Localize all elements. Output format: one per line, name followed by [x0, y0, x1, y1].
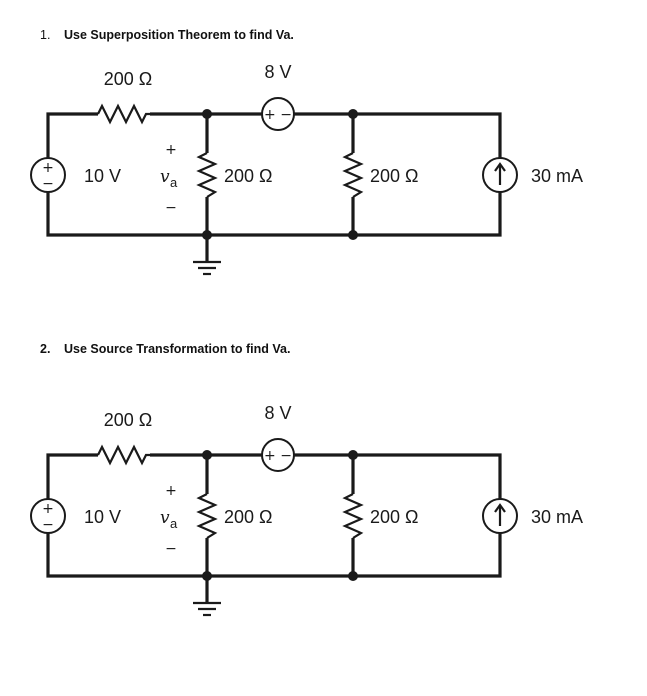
shunt-resistor-2-label: 200 Ω [370, 507, 419, 527]
shunt-resistor-1-label: 200 Ω [224, 166, 273, 186]
ground-icon [193, 601, 221, 617]
series-source-polarity: + − [264, 107, 292, 123]
up-arrow-head [494, 503, 506, 513]
voltage-source-label: 10 V [84, 507, 121, 527]
shunt-resistor-1-label: 200 Ω [224, 507, 273, 527]
question-text: Use Superposition Theorem to find Va. [64, 28, 294, 42]
shunt-resistor-2-label: 200 Ω [370, 166, 419, 186]
question-1: 1. Use Superposition Theorem to find Va. [40, 28, 294, 42]
series-resistor-label: 200 Ω [104, 410, 153, 430]
circuit-wires [46, 453, 502, 603]
series-resistor-label: 200 Ω [104, 69, 153, 89]
voltage-source-minus: − [42, 176, 54, 192]
question-number: 2. [40, 342, 51, 356]
va-subscript: a [170, 516, 178, 531]
current-source-label: 30 mA [531, 507, 583, 527]
series-source-label: 8 V [264, 62, 291, 82]
question-number: 1. [40, 28, 51, 42]
va-symbol: v [160, 167, 170, 187]
shunt-resistor-2 [342, 152, 364, 198]
voltage-source-plus: + [42, 501, 54, 517]
series-source-label: 8 V [264, 403, 291, 423]
series-source-polarity: + − [264, 448, 292, 464]
current-source-30ma [482, 498, 518, 534]
voltage-source-minus: − [42, 517, 54, 533]
voltage-source-10v: + − [30, 157, 66, 193]
circuit-diagram-2: + − + − 200 Ω 8 V 10 V + v a − 200 Ω 200… [30, 403, 583, 617]
junction-dots [202, 450, 358, 581]
shunt-resistor-2 [342, 493, 364, 539]
va-plus: + [165, 483, 177, 499]
voltage-source-label: 10 V [84, 166, 121, 186]
question-2: 2. Use Source Transformation to find Va. [40, 342, 290, 356]
va-symbol: v [160, 508, 170, 528]
question-text: Use Source Transformation to find Va. [64, 342, 291, 356]
ground-icon [193, 260, 221, 276]
voltage-source-plus: + [42, 160, 54, 176]
series-resistor [97, 103, 150, 125]
va-minus: − [165, 200, 177, 216]
junction-dots [202, 109, 358, 240]
circuit-wires [46, 112, 502, 262]
voltage-source-10v: + − [30, 498, 66, 534]
series-source-8v: + − [261, 97, 295, 131]
up-arrow-head [494, 162, 506, 172]
va-subscript: a [170, 175, 178, 190]
va-minus: − [165, 541, 177, 557]
va-plus: + [165, 142, 177, 158]
current-source-30ma [482, 157, 518, 193]
series-source-8v: + − [261, 438, 295, 472]
series-resistor [97, 444, 150, 466]
circuit-diagram-1: + − + − 200 Ω 8 V 10 V + v a − 200 Ω 200… [30, 62, 583, 276]
shunt-resistor-1 [196, 493, 218, 539]
shunt-resistor-1 [196, 152, 218, 198]
current-source-label: 30 mA [531, 166, 583, 186]
